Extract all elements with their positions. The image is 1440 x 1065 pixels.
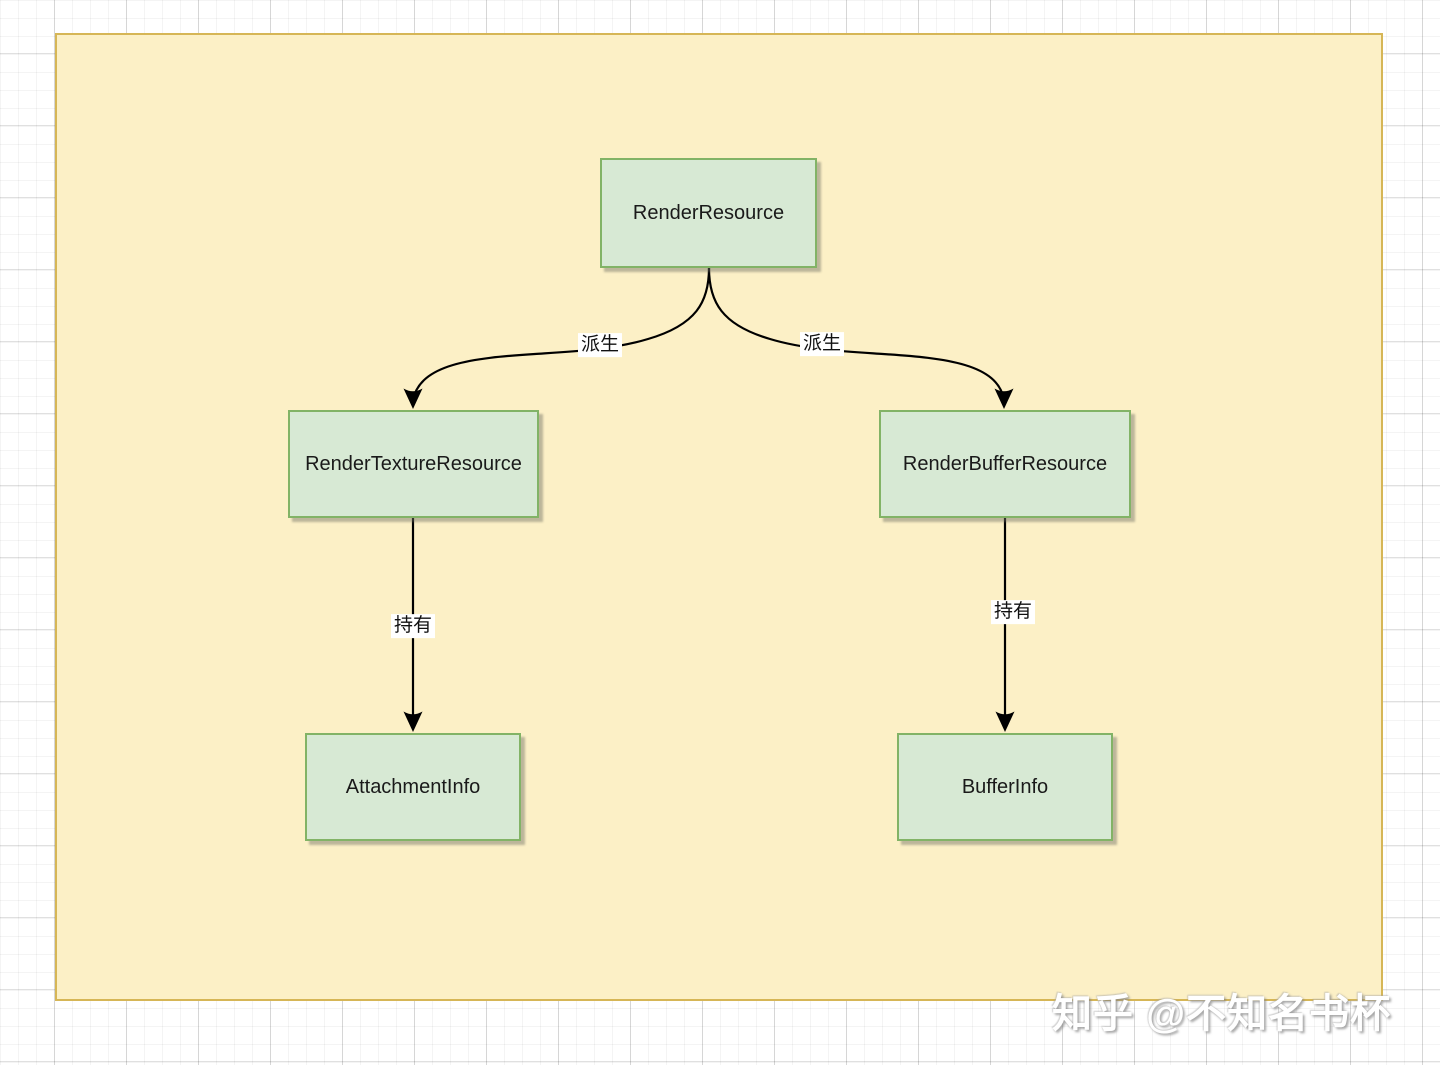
- node-label: AttachmentInfo: [345, 775, 481, 798]
- edge-label-hold-right: 持有: [990, 600, 1036, 624]
- edge-label-hold-left: 持有: [390, 614, 436, 638]
- node-render-texture-resource: RenderTextureResource: [288, 410, 539, 518]
- node-attachment-info: AttachmentInfo: [305, 733, 521, 841]
- zhihu-watermark: 知乎 @不知名书杯: [1052, 992, 1392, 1036]
- node-label: RenderTextureResource: [305, 452, 522, 475]
- edge-label-derive-right: 派生: [799, 332, 845, 356]
- node-render-buffer-resource: RenderBufferResource: [879, 410, 1131, 518]
- node-buffer-info: BufferInfo: [897, 733, 1113, 841]
- edge-label-derive-left: 派生: [577, 333, 623, 357]
- node-label: RenderResource: [632, 201, 785, 224]
- node-label: BufferInfo: [961, 775, 1049, 798]
- node-label: RenderBufferResource: [902, 452, 1108, 475]
- node-render-resource: RenderResource: [600, 158, 817, 268]
